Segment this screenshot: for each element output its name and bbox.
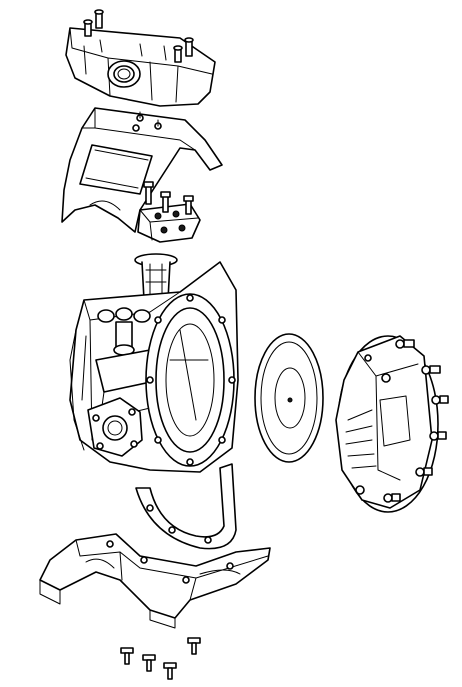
mounting-bolt: [163, 662, 177, 680]
mounting-bolt: [120, 647, 134, 665]
chamber-bolt: [395, 339, 415, 349]
manifold-stud: [83, 19, 93, 37]
air-valve-block: [137, 181, 201, 243]
manifold-stud: [94, 9, 104, 29]
valve-bolt: [143, 181, 154, 205]
chamber-bolt: [415, 467, 433, 477]
manifold-stud: [184, 37, 194, 57]
valve-bolt: [183, 195, 194, 215]
chamber-bolt: [431, 395, 449, 405]
chamber-bolt: [355, 485, 365, 495]
diaphragm: [254, 333, 324, 463]
valve-bolt: [160, 191, 171, 213]
mounting-bolt: [142, 654, 156, 672]
manifold-stud: [173, 45, 183, 63]
base-stand: [39, 463, 271, 629]
chamber-bolt: [421, 365, 441, 375]
check-valve-cluster: [97, 307, 151, 356]
mounting-bolts: [120, 637, 201, 680]
top-manifold: [65, 9, 216, 107]
chamber-bolt: [381, 373, 391, 383]
chamber-bolt: [383, 493, 401, 503]
chamber-bolt: [429, 431, 447, 441]
mounting-bolt: [187, 637, 201, 655]
outer-chamber: [335, 335, 449, 513]
center-cover: [61, 107, 223, 233]
pump-body: [69, 261, 239, 473]
